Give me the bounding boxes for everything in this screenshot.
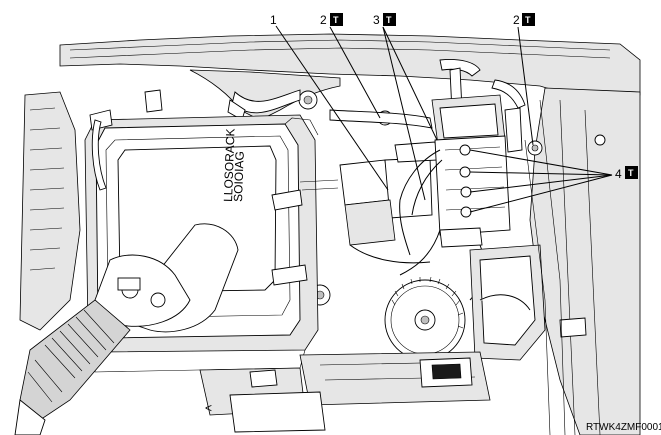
torque-icon-letter: T (333, 15, 339, 25)
air-box-lid-text: LLOSORACK SOIOIAG (221, 128, 247, 202)
torque-icon: T (383, 13, 396, 26)
callout-1: 1 (270, 13, 277, 27)
bracket-assembly (299, 141, 439, 246)
leader-lines (275, 25, 613, 213)
lid-text-line-1: LLOSORACK (221, 128, 238, 202)
callout-2-left: 2 T (320, 13, 343, 27)
lower-mark: < (205, 401, 212, 415)
callout-2-right: 2 T (513, 13, 535, 27)
lid-text-line-2: SOIOIAG (231, 151, 247, 202)
callout-3: 3 T (373, 13, 396, 27)
figure-id: RTWK4ZMF000101 (586, 422, 661, 433)
reservoir-cap (384, 276, 466, 361)
lower-components: < (199, 244, 587, 433)
callout-4: 4 T (615, 166, 638, 181)
callout-2-left-number: 2 (320, 13, 327, 27)
right-channel (524, 99, 566, 435)
torque-icon: T (625, 166, 638, 179)
torque-icon-letter: T (525, 15, 531, 25)
torque-icon-letter: T (386, 15, 392, 25)
torque-icon-letter: T (628, 168, 634, 178)
callout-1-number: 1 (270, 13, 277, 27)
intake-duct (14, 223, 239, 435)
callout-4-number: 4 (615, 167, 622, 181)
torque-icon: T (330, 13, 343, 26)
torque-icon: T (522, 13, 535, 26)
callout-2-right-number: 2 (513, 13, 520, 27)
callout-3-number: 3 (373, 13, 380, 27)
hydraulic-unit (431, 94, 523, 248)
left-tube (91, 119, 107, 191)
